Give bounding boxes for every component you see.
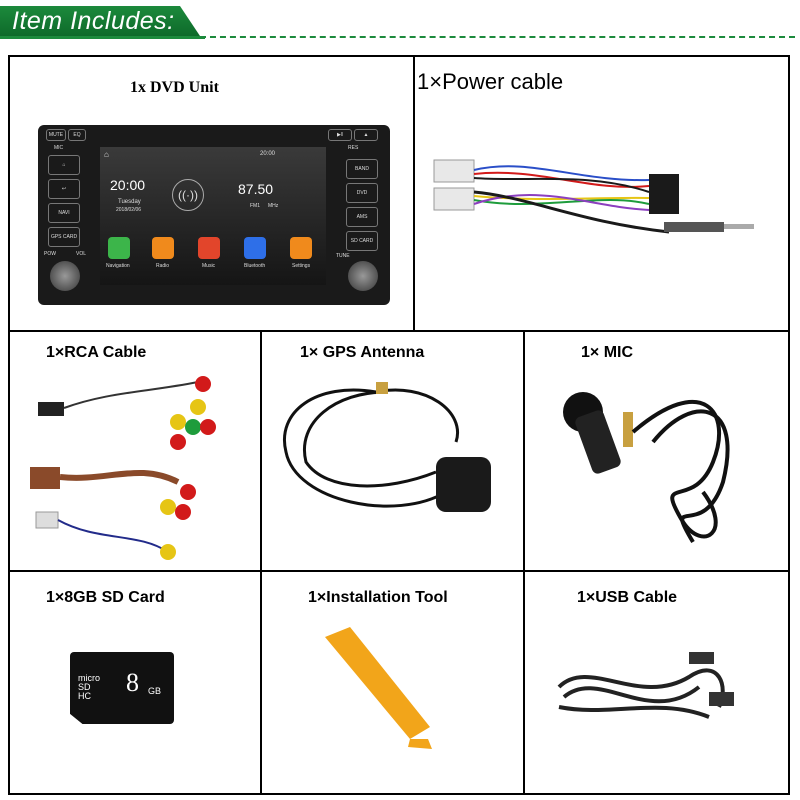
pow-text: POW [44, 251, 56, 257]
gps-antenna-label: 1× GPS Antenna [300, 344, 425, 361]
clock-time: 20:00 [110, 177, 146, 193]
open-button: ▲ [354, 129, 378, 141]
radio-icon: ((·)) [172, 179, 204, 211]
music-app-icon [198, 237, 220, 259]
eject-button: ▶‖ [328, 129, 352, 141]
tune-text: TUNE [336, 253, 350, 259]
home-button: ⌂ [48, 155, 80, 175]
radio-app-icon [152, 237, 174, 259]
app-label: Navigation [106, 263, 130, 269]
sd-card-unit: GB [148, 686, 162, 696]
cell-power-cable: 1×Power cable [413, 55, 790, 332]
bluetooth-app-icon [244, 237, 266, 259]
band-button: BAND [346, 159, 378, 179]
vol-text: VOL [76, 251, 87, 257]
navigation-app-icon [108, 237, 130, 259]
app-label: Bluetooth [244, 263, 266, 269]
app-label: Radio [156, 263, 170, 269]
radio-unit: MHz [268, 203, 279, 209]
sd-card-brand: micro SD HC [78, 673, 100, 701]
power-cable-label: 1×Power cable [417, 69, 564, 94]
cell-sd-card: 1×8GB SD Card micro SD HC 8 GB [8, 570, 262, 795]
clock-day: Tuesday [118, 199, 141, 205]
dvd-button: DVD [346, 183, 378, 203]
cell-mic: 1× MIC [523, 330, 790, 572]
gps-card-button: GPS CARD [48, 227, 80, 247]
cell-dvd-unit: 1x DVD Unit MUTE EQ MIC ⌂ ↩ NAVI GPS CAR… [8, 55, 415, 332]
clock-date: 2018/02/06 [116, 207, 142, 213]
header: Item Includes: [0, 0, 800, 48]
gps-antenna-image [283, 382, 491, 512]
settings-app-icon [290, 237, 312, 259]
sd-card-label: 1×8GB SD Card [46, 589, 165, 606]
cell-installation-tool: 1×Installation Tool [260, 570, 525, 795]
app-label: Music [202, 263, 216, 269]
rca-cable-label: 1×RCA Cable [46, 344, 147, 361]
header-title: Item Includes: [12, 7, 175, 35]
sd-card-button: SD CARD [346, 231, 378, 251]
mic-label: 1× MIC [581, 344, 634, 361]
tune-knob [348, 261, 378, 291]
usb-cable-label: 1×USB Cable [577, 589, 678, 606]
dvd-unit-label: 1x DVD Unit [130, 79, 219, 96]
rca-cable-image [30, 376, 216, 560]
installation-tool-image [325, 627, 432, 749]
header-underline [0, 36, 205, 39]
header-tab [0, 6, 200, 36]
cell-usb-cable: 1×USB Cable [523, 570, 790, 795]
back-button: ↩ [48, 179, 80, 199]
usb-cable-image [557, 652, 734, 719]
cell-rca-cable: 1×RCA Cable [8, 330, 262, 572]
home-icon: ⌂ [104, 150, 109, 159]
navi-button: NAVI [48, 203, 80, 223]
dvd-screen: ⌂ 20:00 20:00 Tuesday 2018/02/06 ((·)) 8… [100, 147, 326, 285]
ams-button: AMS [346, 207, 378, 227]
cell-gps-antenna: 1× GPS Antenna [260, 330, 525, 572]
status-time: 20:00 [260, 151, 276, 157]
mute-button: MUTE [46, 129, 66, 141]
res-text: RES [348, 145, 359, 151]
radio-frequency: 87.50 [238, 181, 274, 197]
sd-card-image: micro SD HC 8 GB [70, 652, 174, 724]
dvd-unit-image: MUTE EQ MIC ⌂ ↩ NAVI GPS CARD POW VOL RE… [38, 125, 390, 305]
sd-card-size: 8 [126, 668, 139, 697]
mic-text: MIC [54, 145, 64, 151]
installation-tool-label: 1×Installation Tool [308, 589, 448, 606]
header-dashed-line [200, 36, 795, 38]
volume-knob [50, 261, 80, 291]
radio-band: FM1 [250, 203, 260, 209]
eq-button: EQ [68, 129, 86, 141]
mic-image [563, 392, 730, 544]
power-cable-image [433, 159, 754, 234]
app-label: Settings [292, 263, 311, 269]
